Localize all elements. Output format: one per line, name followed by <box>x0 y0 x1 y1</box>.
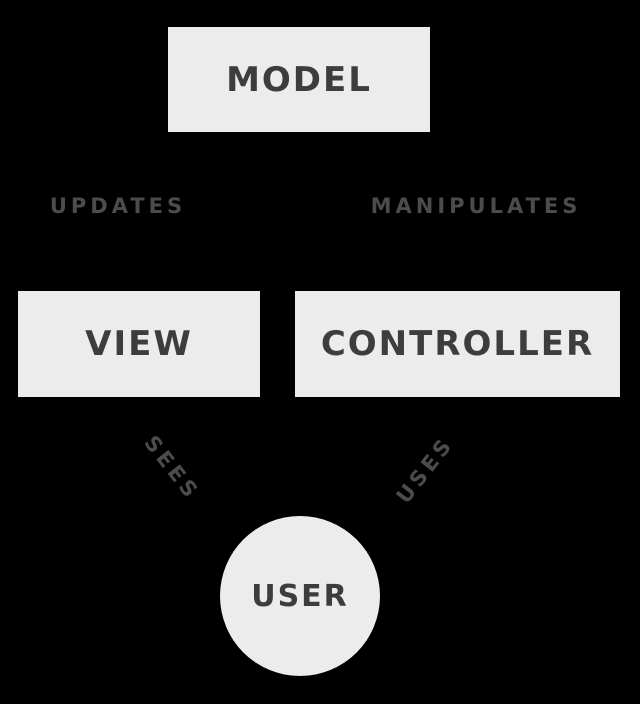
model-node-label: MODEL <box>226 59 372 100</box>
view-node-label: VIEW <box>85 324 193 364</box>
user-node-label: USER <box>251 578 349 614</box>
sees-edge-label: SEES <box>139 431 205 505</box>
updates-edge-label: UPDATES <box>49 194 187 218</box>
uses-edge-label: USES <box>391 432 459 508</box>
model-node: MODEL <box>168 27 430 132</box>
controller-node-label: CONTROLLER <box>320 324 595 364</box>
controller-node: CONTROLLER <box>295 291 620 397</box>
manipulates-edge-label: MANIPULATES <box>370 194 582 218</box>
user-node: USER <box>220 516 380 676</box>
view-node: VIEW <box>18 291 260 397</box>
